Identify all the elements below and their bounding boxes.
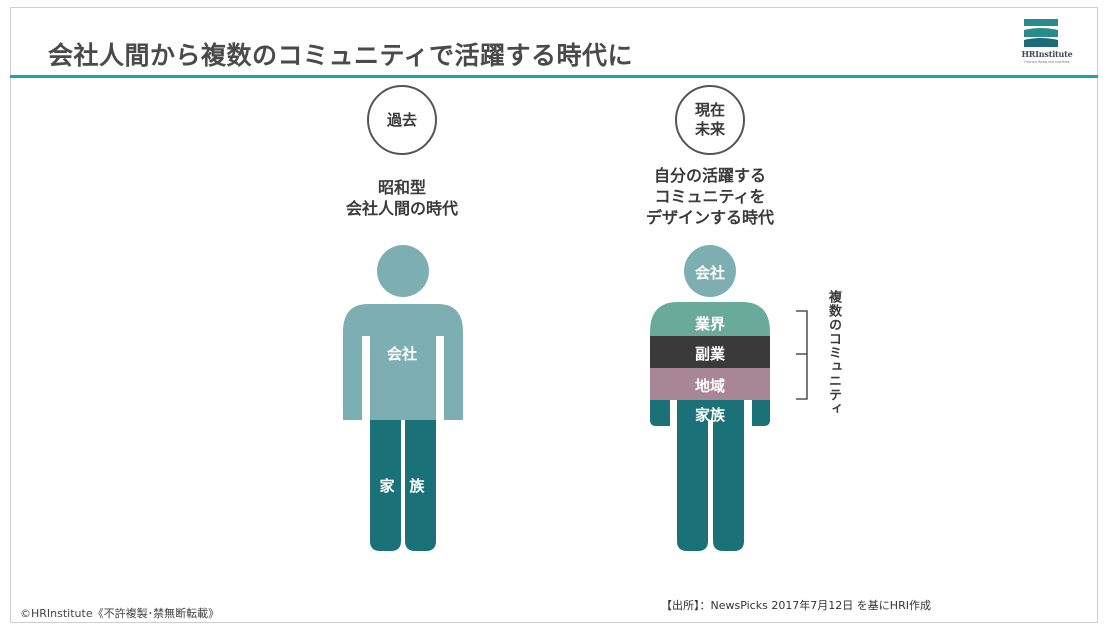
present-head-label: 会社: [694, 264, 725, 282]
source-text: 【出所】：NewsPicks 2017年7月12日 を基にHRI作成: [661, 599, 931, 612]
community-bracket: [796, 310, 808, 400]
band-industry: [650, 302, 770, 336]
past-torso: [343, 304, 463, 420]
title-divider: [10, 75, 1098, 78]
present-caption: 自分の活躍する コミュニティを デザインする時代: [645, 166, 774, 227]
hri-logo-icon: [1024, 19, 1058, 47]
arm-gap-right: [744, 400, 752, 426]
past-head: [377, 245, 429, 297]
era-present-label: 現在 未来: [694, 101, 725, 138]
band-industry-label: 業界: [694, 315, 725, 333]
past-body-label: 会社: [386, 345, 417, 363]
past-person-figure: [343, 245, 463, 551]
arm-gap-left: [670, 400, 677, 426]
era-past-label: 過去: [386, 110, 417, 129]
past-legs-label: 家 族: [379, 477, 425, 495]
band-family-label: 家族: [694, 406, 725, 424]
present-head: [684, 245, 736, 297]
band-region-label: 地域: [694, 377, 725, 395]
logo-subtext: Human Resource Institute: [1024, 60, 1070, 64]
band-side-job: [650, 336, 770, 368]
past-right-leg: [405, 420, 436, 551]
slide-title: 会社人間から複数のコミュニティで活躍する時代に: [48, 41, 634, 70]
band-family: [650, 400, 770, 551]
copyright-text: ©HRInstitute《不許複製･禁無断転載》: [20, 607, 220, 620]
era-past-circle: 過去: [367, 85, 437, 155]
band-region: [650, 368, 770, 400]
past-caption: 昭和型 会社人間の時代: [345, 178, 458, 218]
past-left-leg: [370, 420, 401, 551]
slide-frame: [10, 7, 1098, 623]
band-side-job-label: 副業: [694, 345, 725, 363]
bracket-label: 複数のコミュニティ: [826, 290, 841, 416]
logo-wordmark: HRInstitute: [1021, 49, 1073, 59]
present-person-figure: [650, 245, 770, 551]
era-present-circle: 現在 未来: [675, 85, 745, 155]
